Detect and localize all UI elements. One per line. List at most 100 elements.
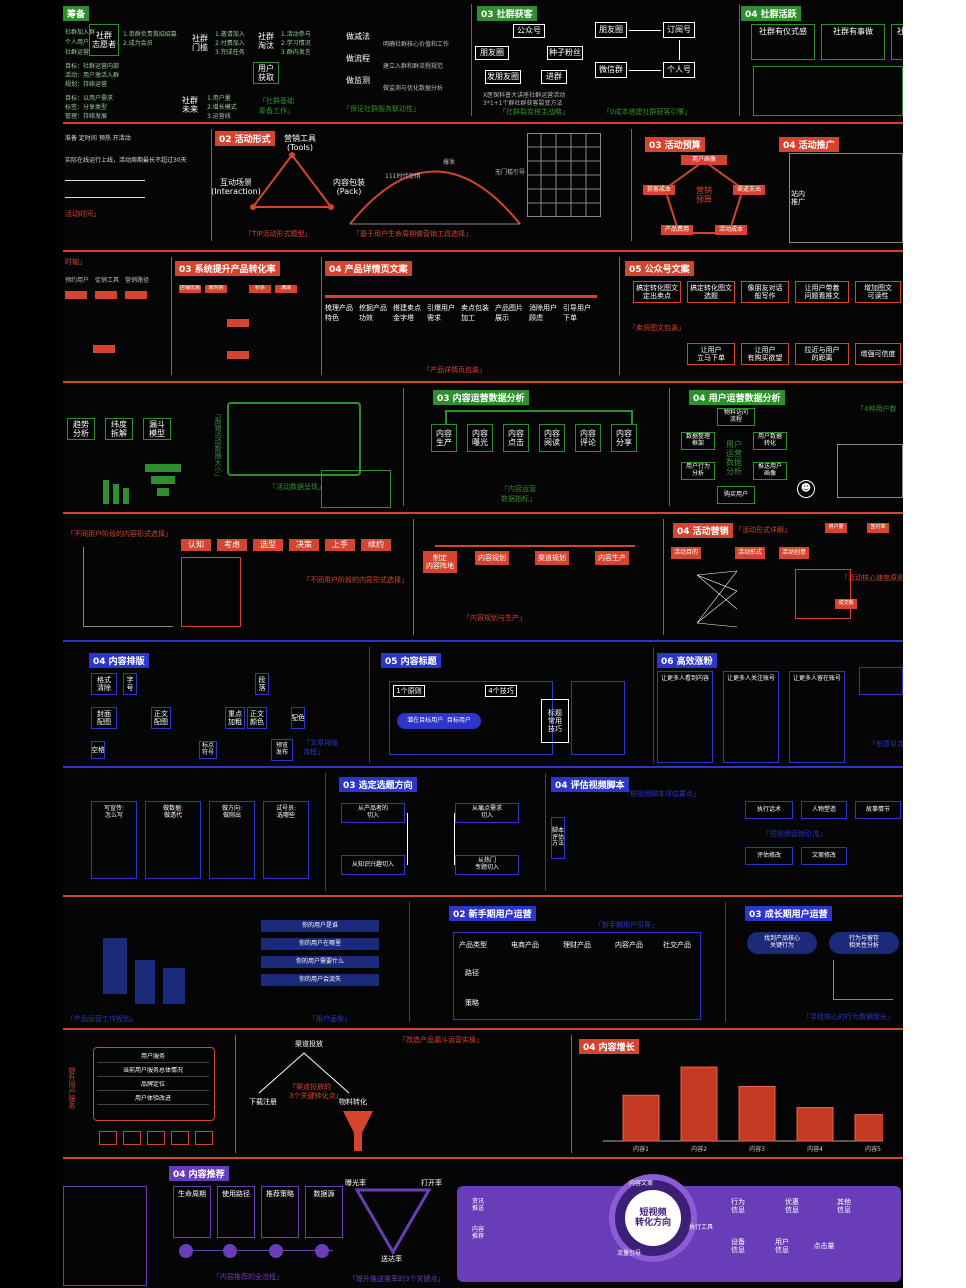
- layout-space: 空格: [91, 741, 105, 759]
- flow-arrow-1: [629, 30, 661, 31]
- caption-script-grid: 「短视频脚本评估要点」: [623, 790, 700, 798]
- curve-label-2: 111时代恐惧: [385, 173, 421, 180]
- band-conversion: 时轴」 预约用户 促销工具 营销路径 03 系统提升产品转化率 店铺优惠 限时购…: [63, 253, 903, 381]
- wx-6: 让用户 立马下单: [687, 343, 735, 365]
- funnel-4: 你的用户会流失: [261, 974, 379, 986]
- tri-interaction: 互动场景 (Interaction): [211, 177, 261, 196]
- dot-channel: 渠道规划: [535, 551, 569, 565]
- step-1: 梳理产品 特色: [325, 304, 353, 322]
- section-tag-fans: 06 高效涨粉: [657, 653, 717, 668]
- green-table: [227, 402, 361, 476]
- mkt-idea: 活动创意: [779, 547, 809, 559]
- band-user-ops: 「产品运营工作规划」 你的用户是谁 你的用户在哪里 你的用户需要什么 你的用户会…: [63, 898, 903, 1028]
- funnel-shape: [343, 1111, 373, 1151]
- table-head-1: 产品类型: [459, 941, 487, 949]
- sys-tag-4: 满减: [275, 285, 297, 293]
- divider-18: [235, 1035, 236, 1153]
- divider-9: [669, 388, 670, 506]
- service-list: [93, 1047, 215, 1121]
- bar-navy-3: [163, 968, 185, 1004]
- right-user: 用户量: [825, 523, 847, 533]
- layout-palette: 配色: [291, 707, 305, 729]
- topic-2: 从痛点需求 切入: [455, 803, 519, 823]
- tri-pack: 内容包装 (Pack): [333, 177, 365, 196]
- divider-16: [409, 902, 410, 1022]
- section-tag-wechat: 05 公众号文案: [625, 261, 694, 276]
- separator-4: [63, 512, 903, 514]
- band-growth: 提升用户服务 用户服务 当前用户服务总体情况 品牌定位 用户体验改进 渠道投放 …: [63, 1031, 903, 1157]
- timeline-line-2: [65, 197, 145, 198]
- service-chip-5: [195, 1131, 213, 1145]
- band-activity: 准备 定时间 预热 开活动 实际在线运行上线，活动周期最长不超过30天 活动时间…: [63, 125, 903, 250]
- divider-19: [571, 1035, 572, 1153]
- divider-14: [325, 773, 326, 891]
- band-topics: 写宣传: 怎么写 做数据: 做透代 做方向: 做刚出 试号员: 选哪些 03 选…: [63, 769, 903, 895]
- layout-preview: 预览 发布: [271, 739, 293, 761]
- growth-bar-label: 内容2: [691, 1145, 707, 1153]
- funnel-2: 你的用户在哪里: [261, 938, 379, 950]
- caption-newbie: 「新手期用户引导」: [595, 921, 658, 929]
- budget-node-3: 渠道支出: [733, 185, 765, 195]
- section-tag-title: 05 内容标题: [381, 653, 441, 668]
- bar-green-3: [123, 488, 129, 504]
- prep-notes: 社群加入群个人用户社群运营: [65, 29, 96, 56]
- section-tag-content-growth: 04 内容增长: [579, 1039, 639, 1054]
- rec-node-2: [223, 1244, 237, 1258]
- divider-2: [739, 4, 740, 116]
- right-sign: 签约率: [867, 523, 889, 533]
- caption-activity-time: 活动时间」: [65, 210, 100, 218]
- step-5: 卖点包装 加工: [461, 304, 489, 322]
- rule-tips: 4个技巧: [485, 685, 517, 697]
- growth-1: 找到产品核心 关键行为: [747, 932, 817, 954]
- center-a: 潜在目标用户: [407, 716, 444, 724]
- wx-7: 让用户 有购买欲望: [741, 343, 789, 365]
- bar-navy-1: [103, 938, 127, 994]
- service-item-2: 当前用户服务总体情况: [97, 1067, 209, 1077]
- rec-col-2: 使用路径: [217, 1186, 255, 1238]
- lifecycle-curve: [349, 170, 521, 225]
- channel-left: 下载注册: [249, 1098, 277, 1106]
- budget-pentagon: [663, 159, 745, 234]
- separator-6: [63, 766, 903, 768]
- section-tag-prep: 筹备: [63, 6, 90, 21]
- step-6: 产品图片 展示: [495, 304, 523, 322]
- user-avatar-icon: ☻: [797, 480, 815, 498]
- caption-cycle: 「社群裂变搭主战略」: [499, 108, 569, 116]
- stage-decide: 决策: [289, 539, 319, 551]
- divider-12: [369, 647, 370, 763]
- growth-bar: [622, 1094, 660, 1142]
- fans-col-1: 让更多人看到内容: [657, 671, 713, 763]
- topic-connector: [407, 813, 455, 865]
- caption-stage-mid: 「不同用户阶段的内容形式选择」: [303, 576, 408, 584]
- user-node-1: 物料访问 流程: [717, 408, 755, 426]
- separator-1: [63, 122, 903, 124]
- caption-growth: 「寻找核心的行为数据增长」: [803, 1013, 894, 1021]
- caption-wechat: 「卖货图文包装」: [629, 324, 685, 332]
- step-3: 搭建卖点 金字塔: [393, 304, 421, 322]
- caption-persona: 「用户画像」: [309, 1015, 351, 1023]
- caption-right-video: 「短视频营销引流」: [763, 830, 826, 838]
- step-8: 引导用户 下单: [563, 304, 591, 322]
- caption-recommend: 「内容推荐的全流程」: [213, 1273, 283, 1281]
- flow-moments: 朋友圈: [595, 22, 627, 38]
- section-tag-content-data: 03 内容运营数据分析: [433, 390, 529, 405]
- divider-8: [403, 388, 404, 506]
- growth-bar: [796, 1107, 834, 1142]
- wx-3: 像朋友对话 般写作: [741, 281, 789, 303]
- prep-left-long2: 目标：以用户需求标签：分享类型管理：持续发展: [65, 95, 114, 120]
- center-ring: [609, 1174, 697, 1262]
- analysis-trend: 趋势 分析: [67, 418, 95, 440]
- script-grid: [571, 797, 727, 867]
- box-future: 社群 未来: [182, 95, 198, 114]
- layout-fontsize: 字号: [123, 673, 137, 695]
- divider-10: [413, 519, 414, 635]
- right-copy: 文案修改: [801, 847, 847, 865]
- wx-2: 搞定转化图文 选题: [687, 281, 735, 303]
- topic-3: 从知识兴趣切入: [341, 855, 405, 875]
- section-tag-topic: 03 选定选题方向: [339, 777, 417, 792]
- caption-content-data: 「内容运营 数据指标」: [501, 485, 536, 503]
- ring-label-3: 流量引导: [617, 1250, 642, 1257]
